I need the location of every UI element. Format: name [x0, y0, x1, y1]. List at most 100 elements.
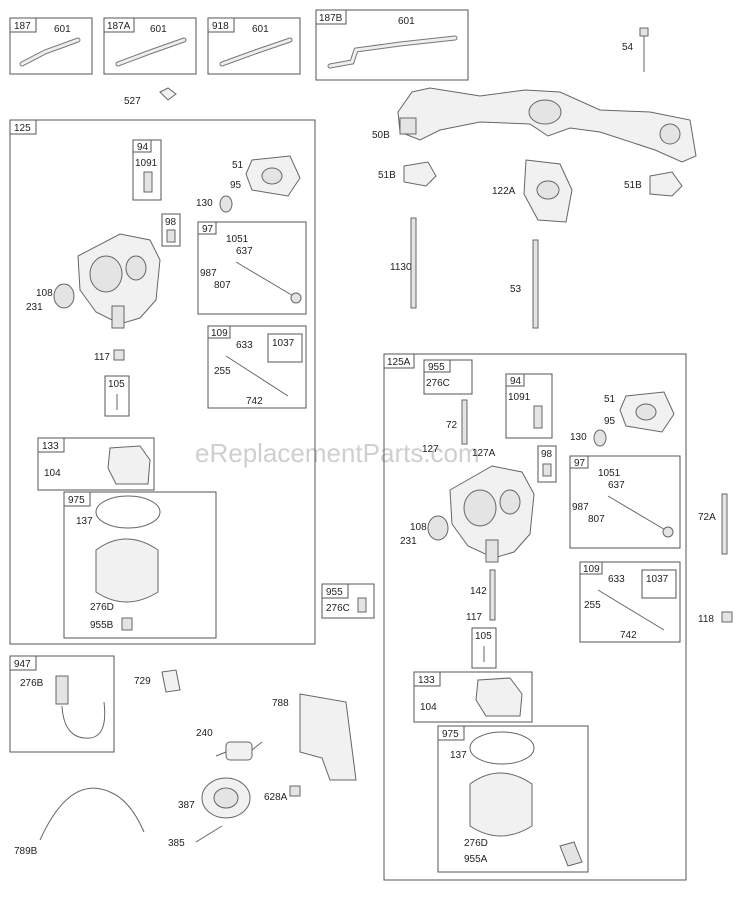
label-633: 633	[236, 340, 253, 351]
label-137: 137	[450, 750, 467, 761]
tag-187b: 187B	[319, 13, 343, 24]
label-109: 109	[583, 564, 600, 575]
label-385: 385	[168, 838, 185, 849]
stud-72a	[721, 493, 728, 555]
label-240: 240	[196, 728, 213, 739]
label-987: 987	[200, 268, 217, 279]
label-637: 637	[608, 480, 625, 491]
stud-1130	[410, 217, 417, 309]
box-187b[interactable]: 187B 601	[315, 9, 469, 81]
clip-729	[161, 669, 181, 693]
label-130: 130	[196, 198, 213, 209]
label-98: 98	[165, 217, 177, 228]
gasket-51b	[403, 161, 437, 187]
label-95: 95	[604, 416, 616, 427]
box-918[interactable]: 918 601	[207, 17, 301, 75]
label-955a: 955A	[464, 854, 488, 865]
label-51: 51	[604, 394, 616, 405]
label-133: 133	[418, 675, 435, 686]
watermark: eReplacementParts.com	[195, 438, 480, 468]
tag-918: 918	[212, 21, 229, 32]
label-1037: 1037	[646, 574, 669, 585]
label-127: 127	[422, 444, 439, 455]
label-1091: 1091	[508, 392, 531, 403]
air-filter	[95, 538, 159, 603]
label-789b: 789B	[14, 846, 38, 857]
label-601: 601	[252, 24, 269, 35]
label-742: 742	[246, 396, 263, 407]
bolt-54	[639, 27, 649, 72]
label-108: 108	[36, 288, 53, 299]
label-601: 601	[54, 24, 71, 35]
label-122a: 122A	[492, 186, 516, 197]
label-601: 601	[150, 24, 167, 35]
label-633: 633	[608, 574, 625, 585]
label-527: 527	[124, 96, 141, 107]
label-104: 104	[44, 468, 61, 479]
label-637: 637	[236, 246, 253, 257]
label-50b: 50B	[372, 130, 390, 141]
label-137: 137	[76, 516, 93, 527]
label-955: 955	[428, 362, 445, 373]
spacer-hole	[536, 180, 560, 200]
tag-125: 125	[14, 123, 31, 134]
box-187[interactable]: 187 601	[9, 17, 93, 75]
label-51: 51	[232, 160, 244, 171]
tag-125a: 125A	[387, 357, 411, 368]
box-955-mid[interactable]: 955 276C	[321, 583, 375, 619]
label-53: 53	[510, 284, 522, 295]
gasket-51b	[649, 171, 683, 197]
fuel-filter	[215, 741, 263, 761]
label-231: 231	[26, 302, 43, 313]
label-51b: 51B	[624, 180, 642, 191]
label-955b: 955B	[90, 620, 114, 631]
label-95: 95	[230, 180, 242, 191]
label-788: 788	[272, 698, 289, 709]
wire-harness	[39, 787, 145, 841]
label-601: 601	[398, 16, 415, 27]
label-94: 94	[137, 142, 149, 153]
box-947[interactable]: 947 276B	[9, 655, 115, 753]
bracket-788	[299, 693, 357, 781]
label-276d: 276D	[464, 838, 488, 849]
intake-manifold	[397, 87, 697, 163]
tag-187a: 187A	[107, 21, 131, 32]
label-98: 98	[541, 449, 553, 460]
fuel-pump	[201, 777, 251, 819]
label-72a: 72A	[698, 512, 716, 523]
label-231: 231	[400, 536, 417, 547]
label-142: 142	[470, 586, 487, 597]
label-975: 975	[442, 729, 459, 740]
label-1037: 1037	[272, 338, 295, 349]
label-955: 955	[326, 587, 343, 598]
tag-187: 187	[14, 21, 31, 32]
label-987: 987	[572, 502, 589, 513]
label-97: 97	[574, 458, 586, 469]
label-742: 742	[620, 630, 637, 641]
label-276c: 276C	[326, 603, 350, 614]
air-filter	[469, 772, 533, 837]
nut-118	[721, 611, 733, 623]
label-387: 387	[178, 800, 195, 811]
group-125a[interactable]: 125A 955 276C 94 1091 72 127 127A 51 95 …	[383, 353, 687, 881]
label-255: 255	[584, 600, 601, 611]
label-94: 94	[510, 376, 522, 387]
label-117: 117	[466, 612, 482, 623]
label-72: 72	[446, 420, 458, 431]
label-105: 105	[108, 379, 125, 390]
label-109: 109	[211, 328, 228, 339]
label-1051: 1051	[226, 234, 249, 245]
label-105: 105	[475, 631, 492, 642]
label-807: 807	[588, 514, 605, 525]
group-125[interactable]: 125 94 1091 51 95 130 98 97 1051 637 987…	[9, 119, 316, 645]
label-127a: 127A	[472, 448, 496, 459]
label-1091: 1091	[135, 158, 158, 169]
label-130: 130	[570, 432, 587, 443]
label-1051: 1051	[598, 468, 621, 479]
label-947: 947	[14, 659, 31, 670]
clip-part	[159, 87, 177, 101]
label-51b: 51B	[378, 170, 396, 181]
label-276b: 276B	[20, 678, 44, 689]
box-187a[interactable]: 187A 601	[103, 17, 197, 75]
